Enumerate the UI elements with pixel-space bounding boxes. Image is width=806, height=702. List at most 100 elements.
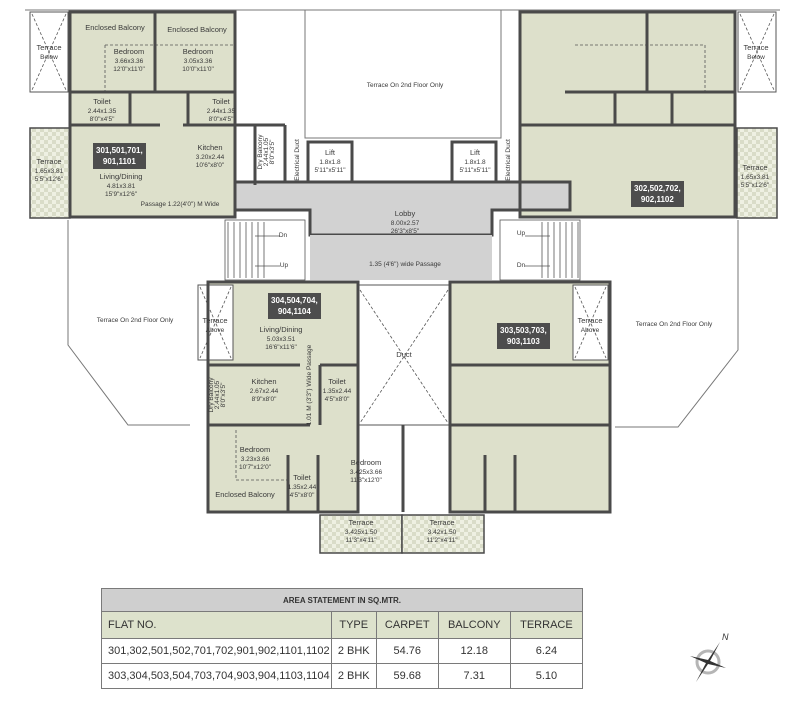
rotated-label: Electrical Duct [294,139,301,181]
svg-text:2.44x1.35: 2.44x1.35 [88,108,117,115]
svg-text:2.44x1.35: 2.44x1.35 [207,108,236,115]
svg-text:Terrace: Terrace [36,157,61,166]
stair-direction-label: Dn [517,262,526,269]
svg-text:1.35x2.44: 1.35x2.44 [323,388,352,395]
table-title: AREA STATEMENT IN SQ.MTR. [101,588,583,612]
terrace-label: Terrace On 2nd Floor Only [636,321,713,328]
svg-text:Living/Dining: Living/Dining [100,172,143,181]
svg-text:8'0"x4'5": 8'0"x4'5" [209,116,234,123]
room-label: Enclosed Balcony [167,25,227,34]
cell-type: 2 BHK [330,638,377,664]
svg-text:8'0"x4'5": 8'0"x4'5" [90,116,115,123]
svg-text:3.05x3.36: 3.05x3.36 [184,58,213,65]
passage-label: 1.35 (4'6") wide Passage [369,261,441,268]
cell-balcony: 7.31 [437,663,511,689]
cell-flats: 301,302,501,502,701,702,901,902,1101,110… [101,638,332,664]
rotated-label: 1.01 M (3'3") Wide Passage [306,344,313,425]
svg-text:Terrace: Terrace [743,43,768,52]
svg-text:5'11"x5'11": 5'11"x5'11" [314,167,346,174]
table-row: 301,302,501,502,701,702,901,902,1101,110… [101,638,584,664]
cell-terrace: 6.24 [509,638,584,664]
cell-terrace: 5.10 [509,663,584,689]
svg-text:15'9"x12'6": 15'9"x12'6" [105,191,138,198]
svg-text:Living/Dining: Living/Dining [260,325,303,334]
svg-text:Toilet: Toilet [93,97,111,106]
terrace-outlines [25,9,780,428]
walls [68,10,737,514]
svg-text:3.425x3.66: 3.425x3.66 [350,469,383,476]
svg-text:Terrace: Terrace [742,163,767,172]
flat-number-tag: 304,504,704, 904,1104 [268,293,321,319]
svg-text:Lift: Lift [325,148,336,157]
room-label: Duct [396,350,412,359]
svg-text:12'0"x11'0": 12'0"x11'0" [113,66,145,73]
room-label: Toilet 2.44x1.358'0"x4'5" [207,97,236,123]
svg-text:10'6"x8'0": 10'6"x8'0" [196,162,225,169]
stairs [224,219,581,281]
svg-text:Terrace: Terrace [202,316,227,325]
svg-text:10'0"x11'0": 10'0"x11'0" [182,66,214,73]
flat-number-tag: 301,501,701, 901,1101 [93,143,146,169]
svg-text:Enclosed Balcony: Enclosed Balcony [215,490,275,499]
svg-text:1.8x1.8: 1.8x1.8 [464,159,486,166]
area-statement-table: AREA STATEMENT IN SQ.MTR. FLAT NO. TYPE … [101,588,584,689]
svg-text:Terrace: Terrace [429,518,454,527]
svg-text:Terrace: Terrace [36,43,61,52]
stair-direction-label: Up [280,262,289,269]
svg-text:8'9"x8'0": 8'9"x8'0" [252,396,277,403]
svg-text:Toilet: Toilet [212,97,230,106]
svg-text:Enclosed Balcony: Enclosed Balcony [167,25,227,34]
room-label: Toilet 2.44x1.358'0"x4'5" [88,97,117,123]
rotated-label: Electrical Duct [505,139,512,181]
svg-text:1.65x3.81: 1.65x3.81 [35,168,64,175]
rotated-label: Dry Balcony [257,134,264,170]
svg-text:Terrace: Terrace [577,316,602,325]
cell-balcony: 12.18 [437,638,511,664]
cell-type: 2 BHK [330,663,377,689]
svg-text:4'5"x8'0": 4'5"x8'0" [325,396,350,403]
col-type: TYPE [330,611,377,639]
col-flat-no: FLAT NO. [101,611,332,639]
svg-text:1.8x1.8: 1.8x1.8 [319,159,341,166]
svg-text:4'5"x8'0": 4'5"x8'0" [290,492,315,499]
compass-rose-icon: N [690,632,729,682]
svg-text:5'5"x12'6": 5'5"x12'6" [741,182,770,189]
svg-text:Above: Above [206,327,225,334]
flat-number-tag: 302,502,702, 902,1102 [631,181,684,207]
cell-flats: 303,304,503,504,703,704,903,904,1103,110… [101,663,332,689]
lifts [306,140,498,184]
svg-text:Kitchen: Kitchen [251,377,276,386]
room-label: Enclosed Balcony [215,490,275,499]
svg-text:11'3"x4'11": 11'3"x4'11" [345,537,377,544]
svg-text:3.23x3.66: 3.23x3.66 [241,456,270,463]
svg-text:1.35x2.44: 1.35x2.44 [288,484,317,491]
room-label: Toilet 1.35x2.444'5"x8'0" [288,473,317,499]
svg-text:Bedroom: Bedroom [114,47,144,56]
cell-carpet: 59.68 [375,663,439,689]
col-carpet: CARPET [375,611,439,639]
stair-direction-label: Dn [279,232,288,239]
rotated-label: 8'0"x3'5" [220,382,227,407]
svg-text:3.42x1.50: 3.42x1.50 [428,529,457,536]
svg-text:Toilet: Toilet [293,473,311,482]
room-label: Enclosed Balcony [85,23,145,32]
col-terrace: TERRACE [509,611,584,639]
passage-label: Passage 1.22(4'0") M Wide [141,201,220,208]
svg-text:5'5"x12'6": 5'5"x12'6" [35,176,64,183]
